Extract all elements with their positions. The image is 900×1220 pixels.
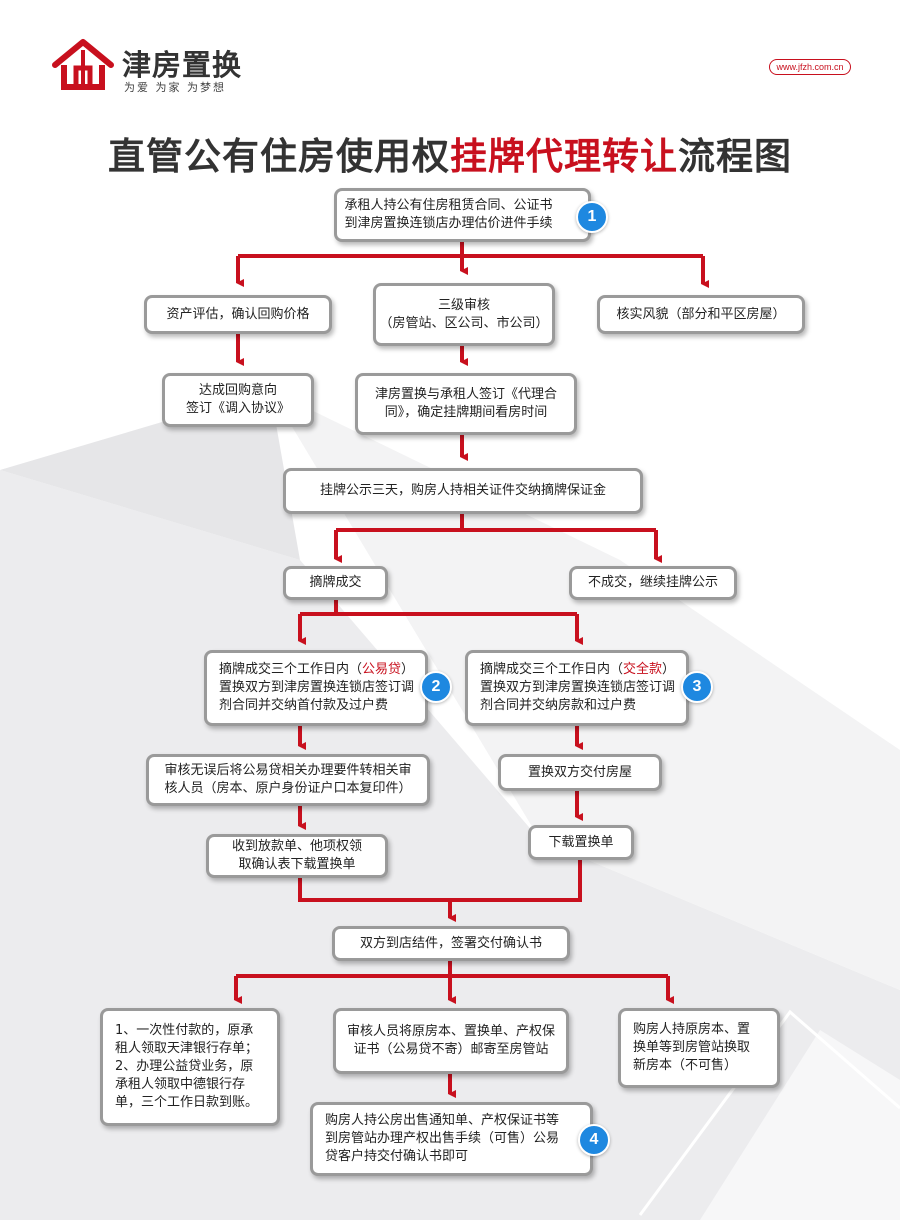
full-path-highlight: 交全款 xyxy=(623,662,663,677)
step-payment-note-line-1: 1、一次性付款的，原承 xyxy=(115,1023,254,1038)
step-agency: 津房置换与承租人签订《代理合 同》，确定挂牌期间看房时间 xyxy=(355,373,577,435)
step-badge-4: 4 xyxy=(578,1124,610,1156)
title-part-3: 流程图 xyxy=(678,135,792,178)
step-loan-transfer: 审核无误后将公易贷相关办理要件转相关审 核人员（房本、原户身份证户口本复印件） xyxy=(146,754,430,806)
step-settle: 双方到店结件，签署交付确认书 xyxy=(332,926,570,961)
step-new-deed-line-1: 购房人持原房本、置 xyxy=(633,1022,751,1037)
step-start-line-2: 到津房置换连锁店办理估价进件手续 xyxy=(344,216,553,231)
page-title: 直管公有住房使用权挂牌代理转让流程图 xyxy=(0,126,900,180)
step-new-deed: 购房人持原房本、置 换单等到房管站换取 新房本（不可售） xyxy=(618,1008,780,1088)
step-final-line-1: 购房人持公房出售通知单、产权保证书等 xyxy=(325,1113,560,1128)
title-highlight: 挂牌代理转让 xyxy=(450,135,678,178)
step-payment-note-line-3: 2、办理公益贷业务，原 xyxy=(115,1059,254,1074)
step-final-line-3: 贷客户持交付确认书即可 xyxy=(325,1149,469,1164)
step-listing: 挂牌公示三天，购房人持相关证件交纳摘牌保证金 xyxy=(283,468,643,514)
step-no-deal-text: 不成交，继续挂牌公示 xyxy=(587,575,718,590)
step-buyback-line-2: 签订《调入协议》 xyxy=(185,401,290,416)
step-mail-line-2: 证书（公易贷不寄）邮寄至房管站 xyxy=(353,1042,549,1057)
step-loan-receive: 收到放款单、他项权领 取确认表下载置换单 xyxy=(206,834,388,878)
step-badge-2: 2 xyxy=(420,671,452,703)
step-new-deed-line-3: 新房本（不可售） xyxy=(633,1058,738,1073)
step-buyback-line-1: 达成回购意向 xyxy=(198,383,277,398)
step-full-path-line-2: 置换双方到津房置换连锁店签订调 xyxy=(480,680,676,695)
step-deliver-text: 置换双方交付房屋 xyxy=(527,764,632,780)
brand-name: 津房置换 xyxy=(122,48,243,82)
step-no-deal: 不成交，继续挂牌公示 xyxy=(569,566,737,600)
step-settle-text: 双方到店结件，签署交付确认书 xyxy=(359,935,542,951)
step-payment-note-line-4: 承租人领取中德银行存 xyxy=(115,1077,246,1092)
step-payment-note: 1、一次性付款的，原承 租人领取天津银行存单； 2、办理公益贷业务，原 承租人领… xyxy=(100,1008,280,1126)
step-full-path: 摘牌成交三个工作日内（交全款） 置换双方到津房置换连锁店签订调 剂合同并交纳房款… xyxy=(465,650,689,726)
step-final: 购房人持公房出售通知单、产权保证书等 到房管站办理产权出售手续（可售）公易 贷客… xyxy=(310,1102,593,1176)
step-payment-note-line-2: 租人领取天津银行存单； xyxy=(115,1041,259,1056)
step-audit-line-1: 三级审核 xyxy=(438,297,491,313)
step-mail-line-1: 审核人员将原房本、置换单、产权保 xyxy=(347,1024,556,1039)
step-buyback: 达成回购意向 签订《调入协议》 xyxy=(162,373,314,427)
step-badge-1: 1 xyxy=(576,201,608,233)
step-loan-path-line-3: 剂合同并交纳首付款及过户费 xyxy=(219,698,389,713)
step-loan-transfer-line-1: 审核无误后将公易贷相关办理要件转相关审 xyxy=(164,763,412,778)
step-new-deed-line-2: 换单等到房管站换取 xyxy=(633,1040,751,1055)
step-download-text: 下载置换单 xyxy=(548,834,614,850)
step-loan-receive-line-1: 收到放款单、他项权领 xyxy=(231,839,362,854)
step-loan-path-line-2: 置换双方到津房置换连锁店签订调 xyxy=(219,680,415,695)
step-final-line-2: 到房管站办理产权出售手续（可售）公易 xyxy=(325,1131,560,1146)
step-deal: 摘牌成交 xyxy=(283,566,388,600)
loan-path-highlight: 公易贷 xyxy=(362,662,402,677)
step-badge-3: 3 xyxy=(681,671,713,703)
step-deal-text: 摘牌成交 xyxy=(309,575,362,590)
loan-path-prefix: 摘牌成交三个工作日内（ xyxy=(219,662,363,677)
full-path-prefix: 摘牌成交三个工作日内（ xyxy=(480,662,624,677)
step-verify-text: 核实风貌（部分和平区房屋） xyxy=(616,306,786,322)
step-payment-note-line-5: 单，三个工作日款到账。 xyxy=(115,1095,259,1110)
title-part-1: 直管公有住房使用权 xyxy=(108,135,450,178)
step-start-line-1: 承租人持公有住房租赁合同、公证书 xyxy=(344,198,553,213)
step-audit: 三级审核 （房管站、区公司、市公司） xyxy=(373,283,555,346)
step-audit-line-2: （房管站、区公司、市公司） xyxy=(379,315,549,331)
step-listing-text: 挂牌公示三天，购房人持相关证件交纳摘牌保证金 xyxy=(319,483,606,498)
step-asset-eval-text: 资产评估，确认回购价格 xyxy=(166,306,310,322)
step-start: 承租人持公有住房租赁合同、公证书 到津房置换连锁店办理估价进件手续 xyxy=(334,188,591,242)
step-loan-path-line-1: 摘牌成交三个工作日内（公易贷） xyxy=(219,661,414,679)
step-loan-receive-line-2: 取确认表下载置换单 xyxy=(238,857,356,872)
step-deliver: 置换双方交付房屋 xyxy=(498,754,662,791)
full-path-suffix: ） xyxy=(662,662,676,677)
step-download: 下载置换单 xyxy=(528,825,634,860)
step-asset-eval: 资产评估，确认回购价格 xyxy=(144,295,332,334)
step-loan-path: 摘牌成交三个工作日内（公易贷） 置换双方到津房置换连锁店签订调 剂合同并交纳首付… xyxy=(204,650,428,726)
house-logo-icon xyxy=(52,39,114,90)
step-full-path-line-1: 摘牌成交三个工作日内（交全款） xyxy=(480,661,675,679)
step-verify: 核实风貌（部分和平区房屋） xyxy=(597,295,805,334)
website-link[interactable]: www.jfzh.com.cn xyxy=(769,59,851,75)
step-agency-line-1: 津房置换与承租人签订《代理合 xyxy=(374,387,557,402)
step-agency-line-2: 同》，确定挂牌期间看房时间 xyxy=(384,405,548,420)
loan-path-suffix: ） xyxy=(401,662,415,677)
step-full-path-line-3: 剂合同并交纳房款和过户费 xyxy=(480,698,637,713)
step-mail: 审核人员将原房本、置换单、产权保 证书（公易贷不寄）邮寄至房管站 xyxy=(333,1008,569,1074)
brand-slogan: 为爱 为家 为梦想 xyxy=(124,81,226,94)
step-loan-transfer-line-2: 核人员（房本、原户身份证户口本复印件） xyxy=(164,781,412,796)
